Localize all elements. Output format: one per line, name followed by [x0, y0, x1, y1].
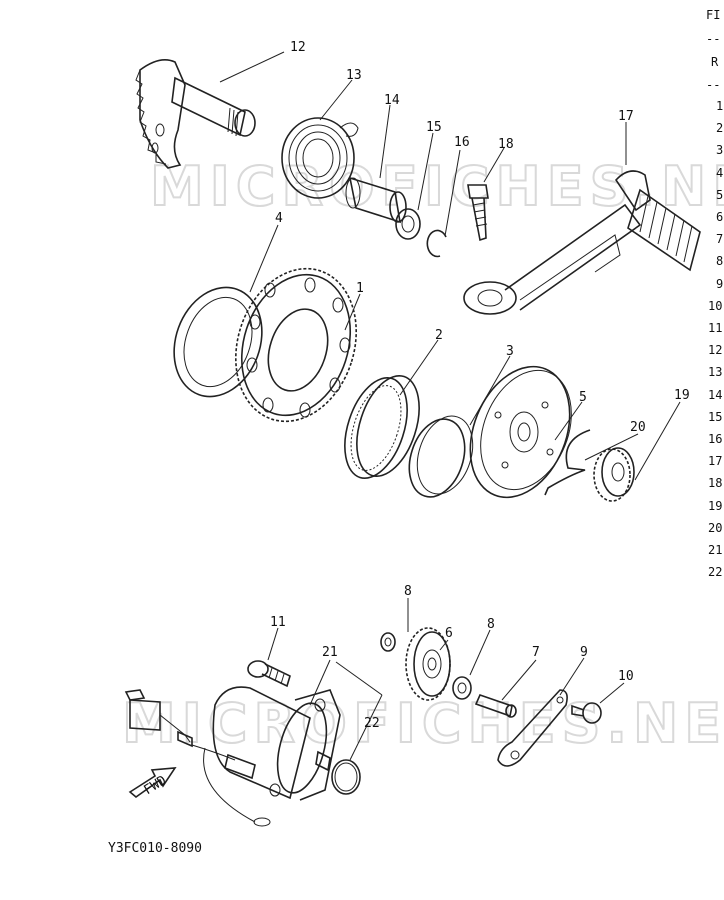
o-ring-part-22 [331, 759, 361, 795]
washer-part-4 [173, 286, 263, 398]
callout-21: 21 [322, 645, 338, 660]
callout-labels: 12 13 14 15 16 18 17 4 1 2 3 5 20 19 8 6… [270, 40, 690, 731]
kick-axle-part-12 [135, 59, 256, 169]
leader-lines [219, 51, 681, 761]
callout-18: 18 [498, 137, 514, 152]
ref-list-item: 4 [716, 165, 724, 180]
callout-14: 14 [384, 93, 400, 108]
callout-17: 17 [618, 109, 634, 124]
spring-clip-part-20 [544, 429, 591, 496]
ref-list-item: 19 [708, 498, 723, 513]
diagram-code: Y3FC010-8090 [108, 841, 202, 856]
ref-list-item: 9 [716, 276, 724, 291]
ref-header-dash-1: -- [706, 32, 721, 46]
ref-list-item: 2 [716, 121, 724, 136]
callout-22: 22 [364, 716, 380, 731]
circlip-part-16 [426, 229, 447, 258]
ref-list-item: 6 [716, 210, 724, 224]
ref-list-item: 12 [708, 343, 723, 358]
ref-list-item: 7 [716, 232, 724, 247]
callout-8-upper: 8 [404, 584, 412, 599]
callout-8-lower: 8 [487, 617, 495, 632]
shaft-part-7 [474, 694, 517, 718]
starter-motor-part-21 [212, 686, 341, 801]
ring-part-3 [408, 415, 474, 498]
callout-7: 7 [532, 645, 540, 660]
ref-list-item: 3 [716, 143, 724, 158]
wiring-connector [124, 689, 271, 827]
callout-10: 10 [618, 669, 634, 684]
spacer-part-14 [345, 176, 407, 224]
ref-list-item: 21 [708, 543, 723, 557]
washer-part-8-upper [380, 632, 396, 652]
bolt-part-18 [467, 184, 489, 242]
bearing-part-2 [344, 374, 420, 480]
bolt-part-11 [247, 660, 291, 688]
ref-list-item: 11 [708, 321, 723, 335]
ref-list-item: 14 [708, 387, 723, 402]
screw-part-10 [571, 702, 602, 724]
starter-wheel-gear-part-1 [235, 267, 357, 423]
fwd-label: FWD [141, 773, 169, 798]
ref-list-item: 8 [716, 254, 724, 269]
ref-list-item: 16 [708, 432, 723, 446]
washer-part-8-lower [452, 676, 472, 700]
ref-header-ref: R [711, 55, 719, 69]
callout-4: 4 [275, 211, 283, 226]
washer-part-15 [395, 208, 421, 240]
ref-list-item: 18 [708, 476, 723, 491]
ref-list-item: 17 [708, 454, 723, 469]
ref-list-item: 1 [716, 99, 724, 113]
callout-16: 16 [454, 135, 470, 150]
callout-2: 2 [435, 328, 443, 343]
ref-list-item: 13 [708, 365, 723, 380]
callout-9: 9 [580, 645, 588, 660]
callout-19: 19 [674, 388, 690, 403]
callout-1: 1 [356, 281, 364, 296]
ref-list-item: 20 [708, 520, 723, 535]
ref-list-item: 5 [716, 187, 724, 202]
ref-list-item: 22 [708, 565, 723, 580]
ref-header-dash-2: -- [706, 78, 721, 92]
plate-part-9 [497, 689, 568, 767]
callout-12: 12 [290, 40, 306, 55]
callout-11: 11 [270, 615, 286, 630]
kick-crank-part-17 [463, 170, 701, 315]
callout-13: 13 [346, 68, 362, 83]
callout-6: 6 [445, 626, 453, 641]
callout-5: 5 [579, 390, 587, 405]
callout-20: 20 [630, 420, 646, 435]
watermark-bottom: MICROFICHES.NET [122, 692, 724, 755]
ref-header-title: FI [706, 8, 721, 22]
fwd-arrow: FWD [128, 767, 177, 798]
starter-clutch-part-5 [469, 365, 572, 499]
ref-list-item: 10 [708, 298, 723, 313]
callout-3: 3 [506, 344, 514, 359]
ref-list-item: 15 [708, 409, 723, 424]
idler-gear-part-6 [405, 627, 451, 701]
torsion-spring-part-13 [281, 117, 359, 199]
gear-part-19 [593, 447, 635, 502]
callout-15: 15 [426, 120, 442, 135]
